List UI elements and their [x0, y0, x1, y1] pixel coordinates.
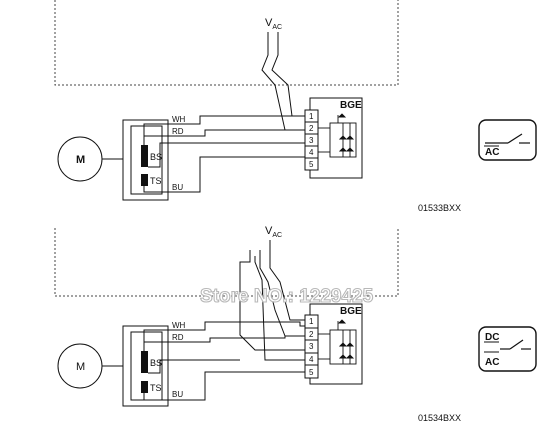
brake-coil: [141, 145, 148, 167]
motor-label: M: [76, 361, 85, 373]
terminal-4: 4: [309, 355, 314, 364]
rectifier-label: BGE: [340, 100, 362, 111]
temp-switch: [141, 381, 148, 393]
switch-symbol-dc-ac: DC AC: [478, 326, 537, 372]
switch-symbol-ac: AC: [478, 119, 537, 161]
wire-label-wh: WH: [172, 115, 186, 124]
temp-switch-label: TS: [150, 383, 162, 393]
wire-label-wh: WH: [172, 321, 186, 330]
terminal-5: 5: [309, 160, 314, 169]
terminal-4: 4: [309, 148, 314, 157]
terminal-3: 3: [309, 342, 314, 351]
rectifier-circuit: [318, 113, 357, 158]
circuit-bottom: VAC M BS TS WH RD BU BGE: [54, 225, 537, 423]
terminal-box: [122, 119, 169, 201]
terminal-1: 1: [309, 112, 314, 121]
wires: [143, 321, 305, 401]
supply-label: VAC: [265, 17, 282, 31]
wire-label-rd: RD: [172, 333, 184, 342]
terminal-1: 1: [309, 317, 314, 326]
terminal-strip: [304, 109, 319, 171]
supply-leads: [261, 32, 305, 131]
dashed-enclosure: [54, 228, 399, 297]
supply-label: VAC: [265, 225, 282, 239]
wire-label-bu: BU: [172, 390, 183, 399]
brake-coil-label: BS: [150, 358, 162, 368]
switch-label-ac: AC: [485, 357, 499, 368]
terminal-3: 3: [309, 136, 314, 145]
supply-leads: [239, 240, 305, 361]
terminal-5: 5: [309, 368, 314, 377]
dashed-enclosure: [54, 0, 399, 86]
terminal-2: 2: [309, 124, 314, 133]
switch-label-dc: DC: [485, 332, 499, 343]
drawing-code: 01534BXX: [418, 413, 461, 423]
motor-label: M: [76, 154, 85, 166]
watermark: Store NO.: 1229425: [200, 286, 374, 307]
circuit-top: VAC M BS TS WH RD BU BGE: [54, 0, 537, 213]
rectifier-label: BGE: [340, 306, 362, 317]
switch-label-ac: AC: [485, 147, 499, 158]
rectifier-circuit: [318, 319, 357, 365]
terminal-2: 2: [309, 330, 314, 339]
drawing-code: 01533BXX: [418, 203, 461, 213]
wires: [143, 115, 305, 193]
wire-label-rd: RD: [172, 127, 184, 136]
terminal-strip: [304, 314, 319, 379]
temp-switch: [141, 174, 148, 186]
temp-switch-label: TS: [150, 176, 162, 186]
brake-coil: [141, 351, 148, 373]
terminal-box: [122, 325, 169, 407]
brake-coil-label: BS: [150, 152, 162, 162]
wire-label-bu: BU: [172, 183, 183, 192]
